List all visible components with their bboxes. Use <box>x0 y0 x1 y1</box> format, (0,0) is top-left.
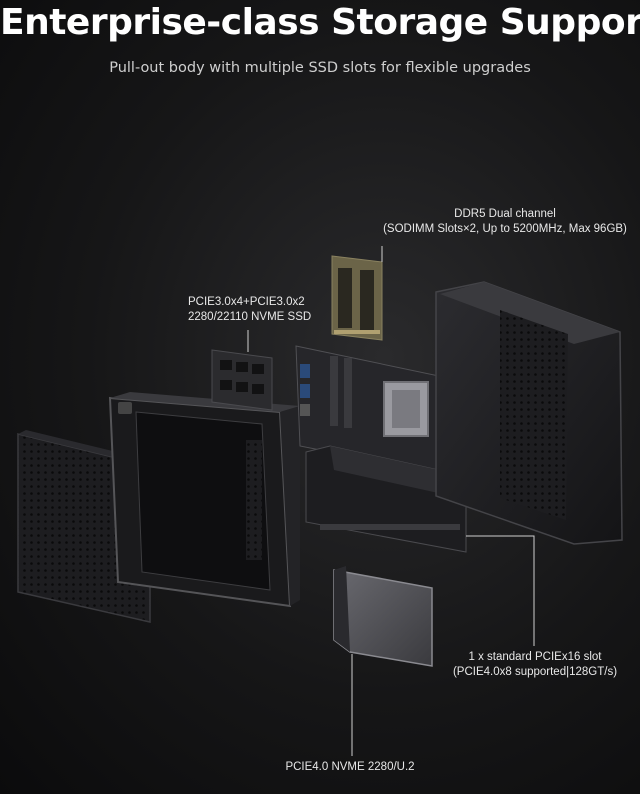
callout-nvme-line1: PCIE3.0x4+PCIE3.0x2 <box>188 296 305 308</box>
callout-pcie-line2: (PCIE4.0x8 supported|128GT/s) <box>452 666 618 678</box>
callout-lines <box>247 246 535 756</box>
chassis-frame <box>108 392 300 608</box>
callout-ddr5: DDR5 Dual channel (SODIMM Slots×2, Up to… <box>370 207 640 237</box>
ddr5-ram-module <box>331 255 383 341</box>
pcie-riser <box>305 445 470 553</box>
nvme-ssd-module <box>211 349 273 411</box>
motherboard <box>295 345 463 479</box>
callout-nvme-ssd: PCIE3.0x4+PCIE3.0x2 2280/22110 NVME SSD <box>188 295 311 325</box>
case-shell-right <box>435 281 623 545</box>
callout-pcie-slot: 1 x standard PCIEx16 slot (PCIE4.0x8 sup… <box>440 650 630 680</box>
callout-pcie-line1: 1 x standard PCIEx16 slot <box>468 651 602 663</box>
page-subtitle: Pull-out body with multiple SSD slots fo… <box>109 60 531 76</box>
callout-u2-line1: PCIE4.0 NVME 2280/U.2 <box>285 761 415 773</box>
pcie-leader <box>466 535 535 646</box>
page-title: Enterprise-class Storage Support <box>0 2 640 43</box>
callout-ddr5-line2: (SODIMM Slots×2, Up to 5200MHz, Max 96GB… <box>383 223 627 235</box>
callout-ddr5-line1: DDR5 Dual channel <box>454 208 556 220</box>
callout-u2: PCIE4.0 NVME 2280/U.2 <box>250 760 450 775</box>
u2-ssd-drive <box>333 566 433 667</box>
callout-nvme-line2: 2280/22110 NVME SSD <box>188 311 312 323</box>
